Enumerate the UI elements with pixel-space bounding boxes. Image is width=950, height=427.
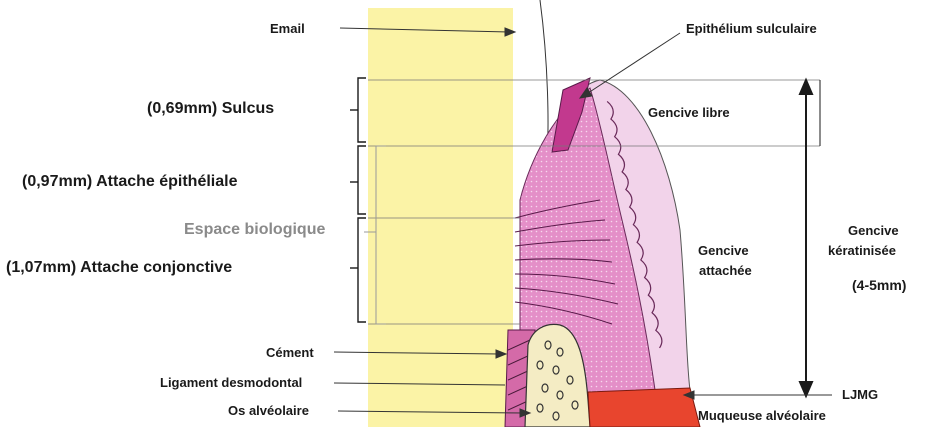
label-epithelium-sulculaire: Epithélium sulculaire [686,22,817,35]
keratinized-arrow [800,80,812,396]
label-sulcus: (0,69mm) Sulcus [147,101,274,117]
connective-bracket [350,218,366,322]
label-gencive-attachee-2: attachée [699,264,752,277]
label-attache-epitheliale: (0,97mm) Attache épithéliale [22,174,237,190]
label-cement: Cément [266,346,314,359]
epithelial-bracket [350,146,366,214]
label-gencive-keratinisee-1: Gencive [848,224,899,237]
label-attache-conjonctive: (1,07mm) Attache conjonctive [6,260,232,276]
label-ljmg: LJMG [842,388,878,401]
alveolar-mucosa [588,388,700,427]
sulcus-bracket [350,78,366,142]
label-espace-biologique: Espace biologique [184,222,325,238]
enamel-region [368,8,513,427]
label-gencive-keratinisee-3: (4-5mm) [852,278,906,292]
label-ligament: Ligament desmodontal [160,376,302,389]
label-gencive-keratinisee-2: kératinisée [828,244,896,257]
label-os: Os alvéolaire [228,404,309,417]
label-gencive-attachee-1: Gencive [698,244,749,257]
label-muqueuse: Muqueuse alvéolaire [698,409,826,422]
label-email: Email [270,22,305,35]
label-gencive-libre: Gencive libre [648,106,730,119]
